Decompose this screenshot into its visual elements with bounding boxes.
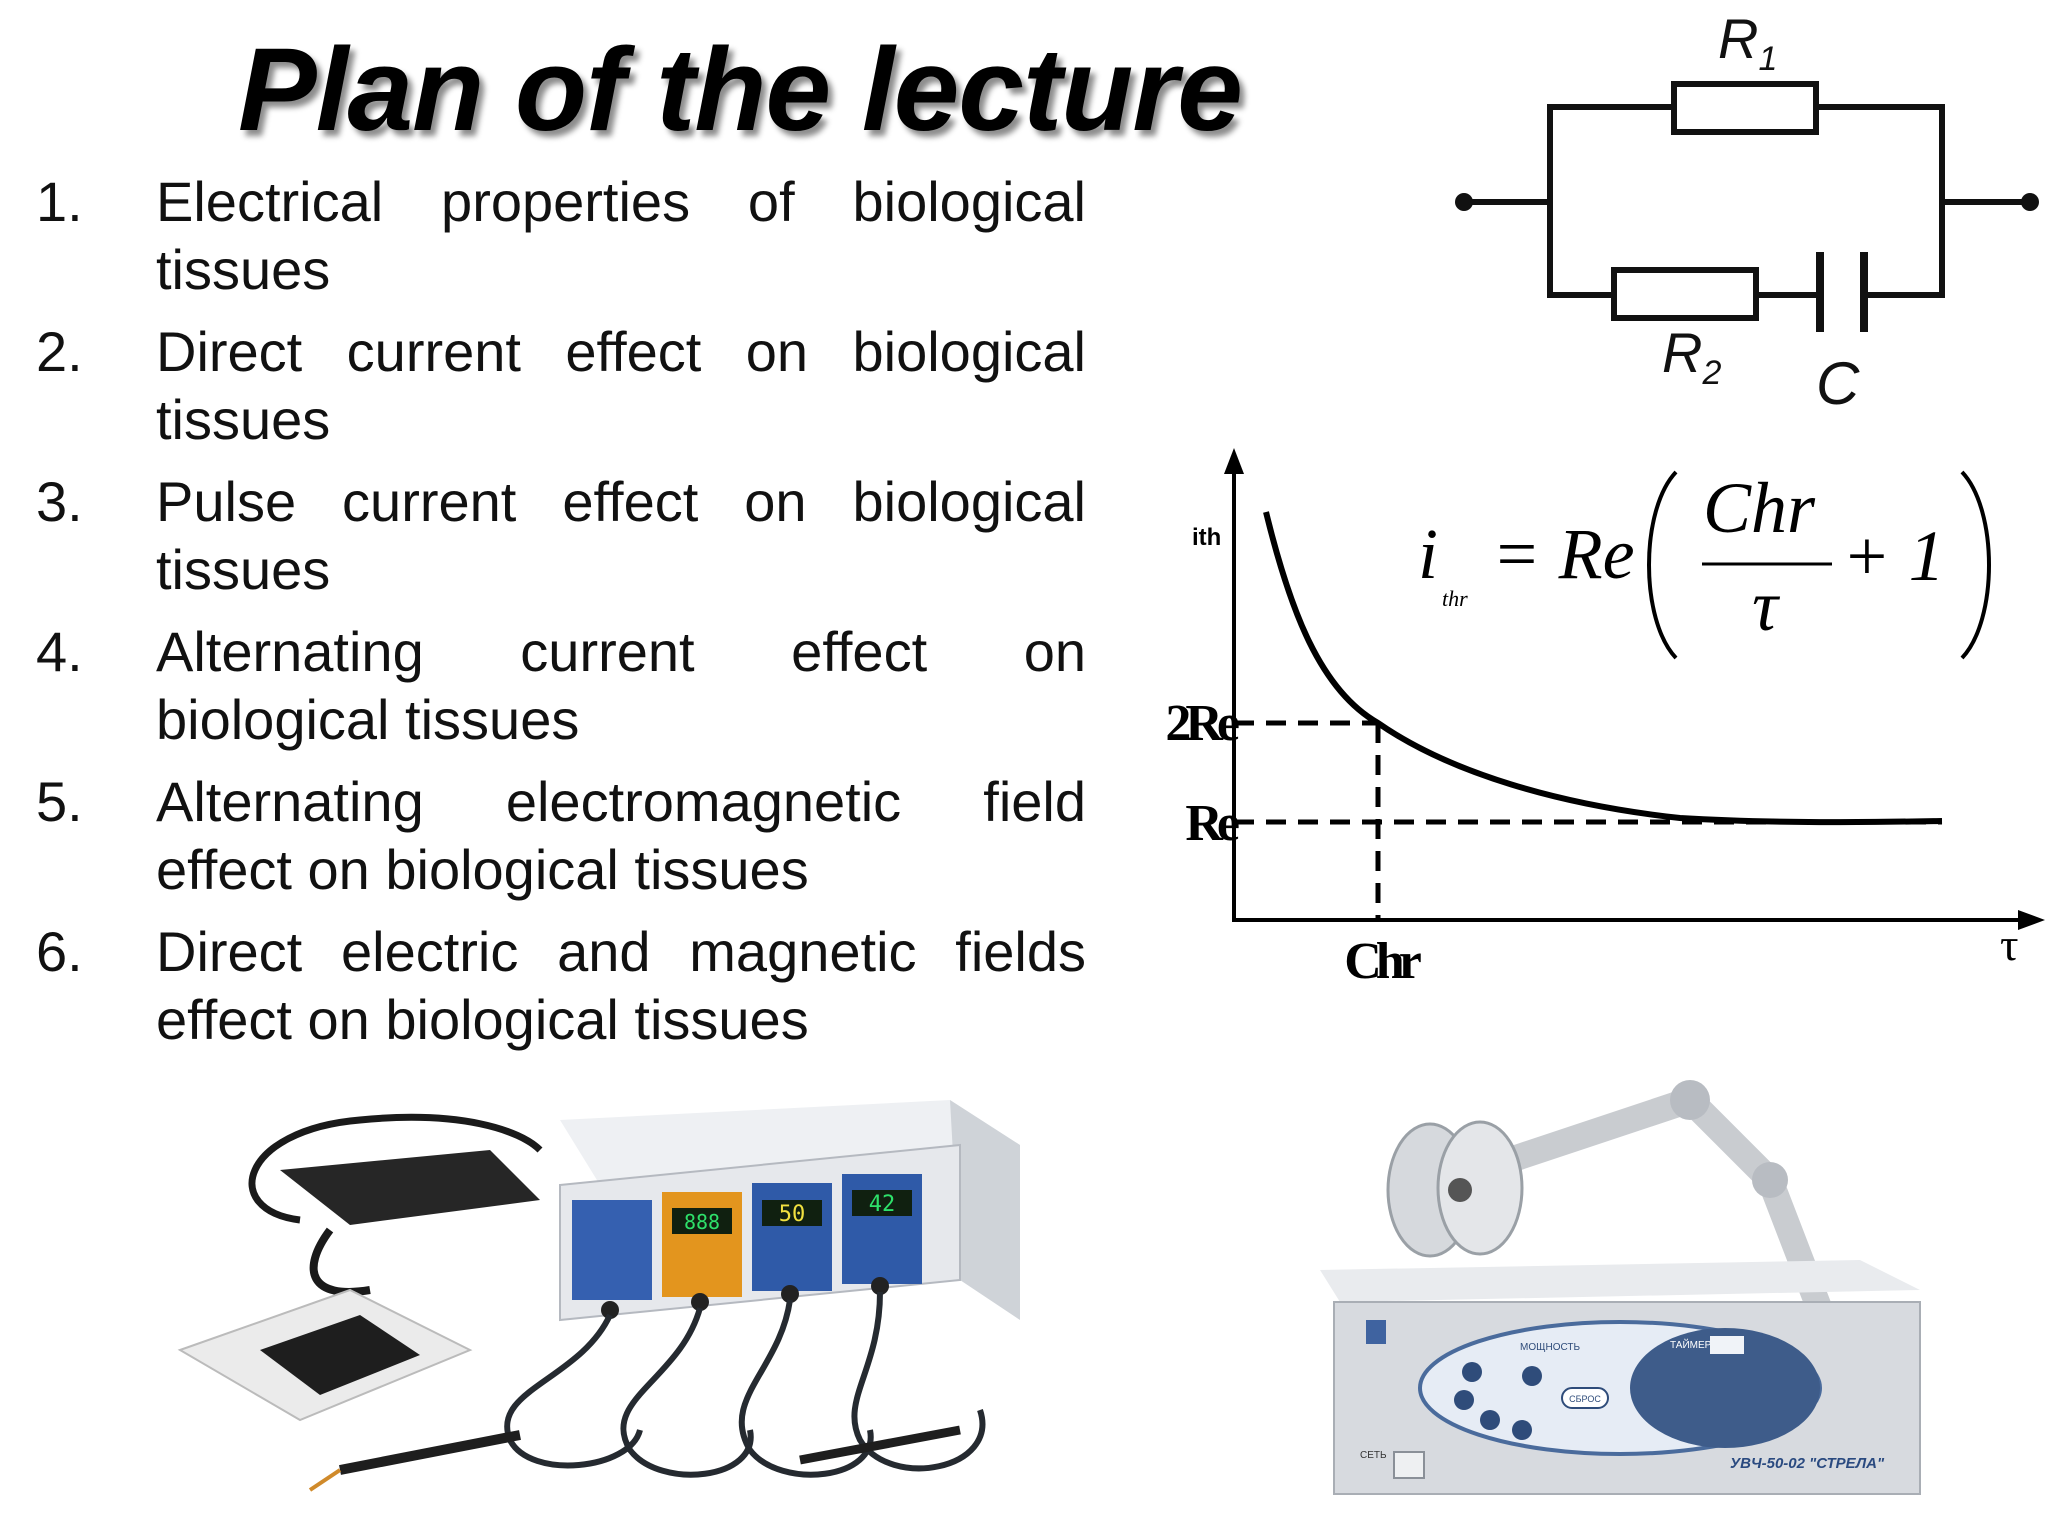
r1-label: R1: [1718, 7, 1777, 78]
plan-item-number: 3.: [36, 470, 83, 533]
2re-level-label: 2Re: [1165, 695, 1239, 752]
threshold-current-curve: [1263, 511, 1943, 826]
right-terminal-dot: [2021, 193, 2039, 211]
plan-item-text: Direct electric and magnetic fields effe…: [156, 920, 1086, 1051]
y-axis-label: ith: [1192, 524, 1221, 551]
left-terminal-dot: [1455, 193, 1473, 211]
output-connector: [691, 1293, 709, 1311]
plan-item: 4. Alternating current effect on biologi…: [36, 618, 1086, 754]
formula-denominator: τ: [1752, 566, 1780, 646]
display-readout-4: 42: [869, 1192, 896, 1217]
formula-right-paren: [1960, 470, 1991, 660]
plan-item-number: 4.: [36, 620, 83, 683]
electrode-arm: [1445, 1087, 1833, 1315]
r1-subscript: 1: [1758, 40, 1777, 78]
arm-joint: [1752, 1162, 1788, 1198]
power-button: [1462, 1362, 1482, 1382]
timer-display: [1710, 1336, 1744, 1354]
display-panel-3: [762, 1200, 822, 1226]
plan-item-number: 5.: [36, 770, 83, 833]
power-button: [1522, 1366, 1542, 1386]
mains-switch-label: СЕТЬ: [1360, 1450, 1387, 1461]
output-connector: [781, 1285, 799, 1303]
mains-switch: [1393, 1451, 1425, 1479]
generator-side: [950, 1100, 1020, 1320]
foot-switch-button: [260, 1315, 420, 1395]
resistor-r1: [1671, 81, 1819, 135]
lecture-plan-list: 1. Electrical properties of biological t…: [36, 168, 1086, 1068]
power-button: [1454, 1390, 1474, 1410]
r2-label: R2: [1662, 321, 1721, 392]
chronaxie-label: Chr: [1344, 933, 1420, 990]
plan-item-number: 2.: [36, 320, 83, 383]
plan-item-text: Electrical properties of biological tiss…: [156, 170, 1086, 301]
generator-top: [560, 1100, 1020, 1185]
slide-title: Plan of the lecture: [238, 24, 1243, 156]
plan-item: 2. Direct current effect on biological t…: [36, 318, 1086, 454]
reset-button-label: СБРОС: [1569, 1394, 1601, 1404]
electrode-cable: [620, 1307, 754, 1478]
uhf-therapy-device-illustration: СБРОС МОЩНОСТЬ ТАЙМЕР СЕТЬ УВЧ-50-02 "СТ…: [1320, 1080, 1921, 1495]
control-panel-1: [572, 1200, 652, 1300]
control-panel-2: [662, 1192, 742, 1297]
model-label: УВЧ-50-02 "СТРЕЛА": [1730, 1455, 1885, 1472]
plan-item-text: Direct current effect on biological tiss…: [156, 320, 1086, 451]
control-panel-3: [752, 1183, 832, 1291]
plan-item-text: Alternating current effect on biological…: [156, 620, 1086, 751]
output-connector: [871, 1277, 889, 1295]
pedal-cable: [309, 1227, 371, 1296]
plan-item: 3. Pulse current effect on biological ti…: [36, 468, 1086, 604]
display-readout-3: 50: [779, 1202, 806, 1227]
electrode-cable: [504, 1313, 643, 1469]
bipolar-forceps: [799, 1425, 961, 1465]
electrosurgical-pencil: [339, 1430, 521, 1475]
formula-equals-re: = Re: [1492, 514, 1635, 594]
electrode-cable: [738, 1299, 874, 1478]
plan-item-number: 1.: [36, 170, 83, 233]
power-section-label: МОЩНОСТЬ: [1520, 1342, 1580, 1353]
plan-item: 1. Electrical properties of biological t…: [36, 168, 1086, 304]
capacitor-electrode-disc: [1436, 1120, 1524, 1256]
power-button: [1480, 1410, 1500, 1430]
capacitor-label: C: [1816, 350, 1860, 417]
r2-subscript: 2: [1701, 354, 1721, 392]
display-readout-2: 888: [684, 1210, 720, 1234]
plan-item: 6. Direct electric and magnetic fields e…: [36, 918, 1086, 1054]
display-panel-2: [672, 1208, 732, 1234]
x-axis-arrow: [2018, 910, 2045, 930]
device-logo: [1366, 1320, 1386, 1344]
foot-pedal-pad: [280, 1150, 540, 1225]
formula-left-paren: [1647, 470, 1678, 660]
device-top: [1320, 1260, 1920, 1302]
formula-plus-one: + 1: [1842, 516, 1945, 596]
electrode-knob: [1448, 1178, 1472, 1202]
strength-duration-graph: ith 2Re Re Chr τ i thr = Re Chr τ + 1: [1165, 448, 2045, 990]
control-oval-right: [1630, 1328, 1820, 1448]
plan-item-text: Alternating electromagnetic field effect…: [156, 770, 1086, 901]
electrosurgical-unit-illustration: 888 50 42: [177, 1100, 1020, 1492]
plan-item: 5. Alternating electromagnetic field eff…: [36, 768, 1086, 904]
power-button: [1512, 1420, 1532, 1440]
arm-joint: [1670, 1080, 1710, 1120]
formula-lhs-subscript: thr: [1442, 586, 1468, 611]
timer-section-label: ТАЙМЕР: [1670, 1338, 1712, 1351]
display-panel-4: [852, 1190, 912, 1216]
formula-lhs: i: [1418, 514, 1438, 594]
formula-numerator: Chr: [1703, 468, 1816, 548]
reset-button: [1561, 1387, 1609, 1409]
electrode-cable: [851, 1291, 986, 1472]
output-connector: [601, 1301, 619, 1319]
y-axis-arrow: [1224, 448, 1244, 474]
foot-pedal-cable: [248, 1113, 543, 1224]
electrode-tip: [308, 1468, 342, 1492]
threshold-formula: i thr = Re Chr τ + 1: [1418, 468, 1991, 660]
plan-item-number: 6.: [36, 920, 83, 983]
equivalent-circuit-diagram: R1 R2 C: [1455, 7, 2039, 417]
tau-axis-label: τ: [2000, 919, 2019, 970]
plan-item-text: Pulse current effect on biological tissu…: [156, 470, 1086, 601]
re-level-label: Re: [1185, 795, 1239, 852]
resistor-r2: [1611, 267, 1759, 321]
